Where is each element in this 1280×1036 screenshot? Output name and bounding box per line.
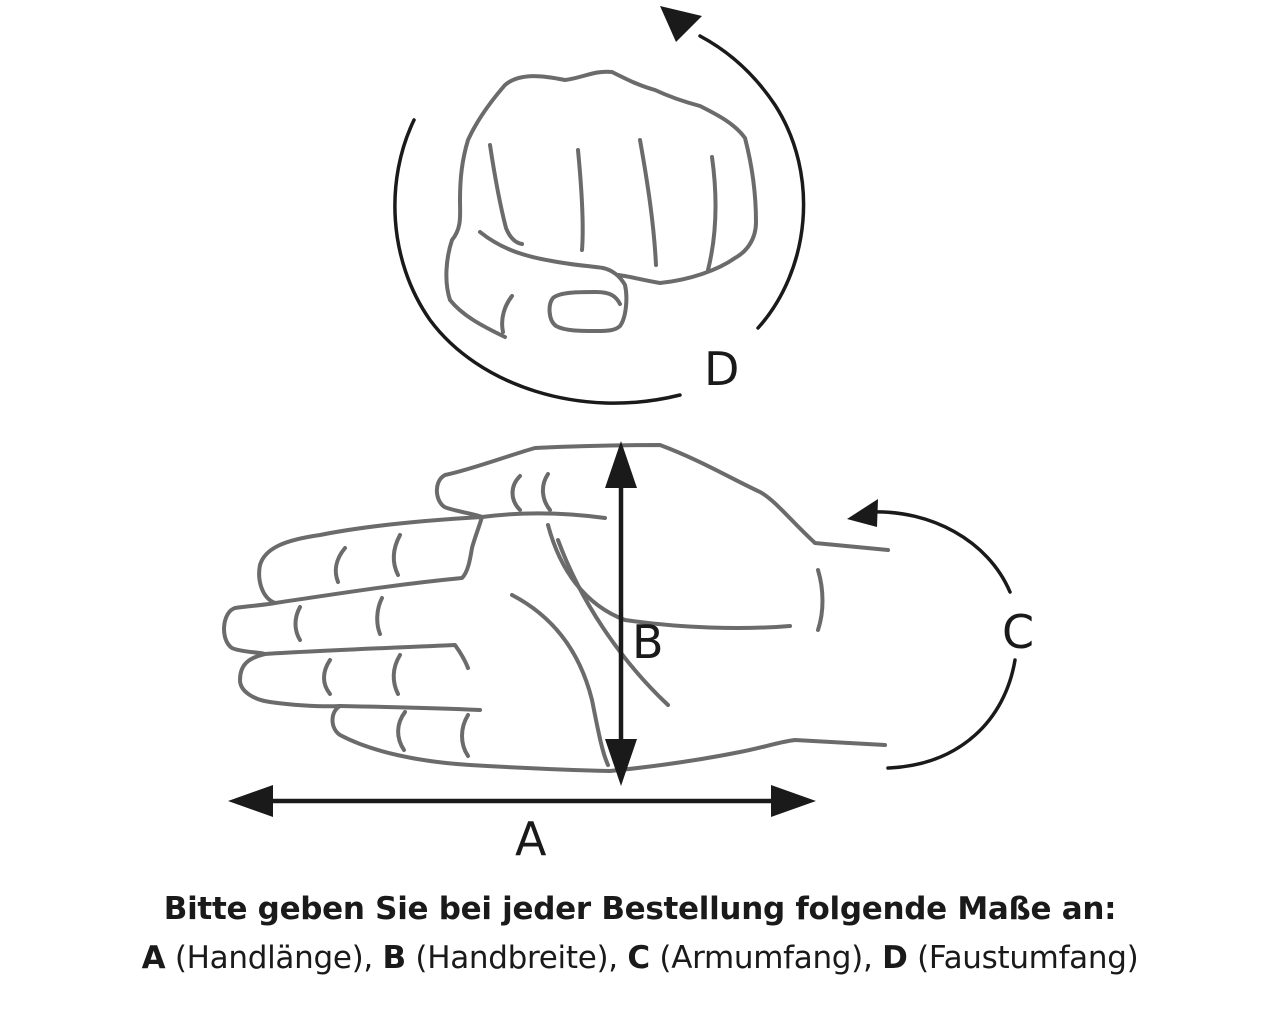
dimension-b-arrowhead-bottom bbox=[605, 739, 637, 786]
legend-item-c: C (Armumfang), bbox=[627, 940, 882, 976]
legend-separator: , bbox=[862, 940, 883, 976]
dimension-d: D bbox=[393, 6, 806, 405]
dimension-c-arc-top bbox=[870, 510, 1012, 594]
legend-separator: , bbox=[363, 940, 383, 976]
knuckle-crease-3a bbox=[322, 658, 332, 696]
finger-seam-3 bbox=[338, 704, 482, 712]
palm-line-3 bbox=[556, 538, 670, 707]
palm-line-1 bbox=[546, 523, 792, 630]
hand-outline bbox=[222, 443, 890, 773]
dimension-b-arrowhead-top bbox=[605, 441, 637, 488]
legend-letter-c: C bbox=[627, 940, 650, 976]
dimension-a-label: A bbox=[515, 812, 547, 860]
legend-separator: , bbox=[608, 940, 628, 976]
legend-text-c: (Armumfang) bbox=[659, 940, 863, 976]
knuckle-crease-2a bbox=[293, 605, 302, 642]
legend-item-b: B (Handbreite), bbox=[383, 940, 628, 976]
fist-thumb-base bbox=[500, 294, 514, 334]
thumb-crease-1 bbox=[510, 474, 522, 512]
knuckle-crease-3b bbox=[391, 653, 402, 696]
fist-finger-line-3 bbox=[638, 138, 658, 267]
palm-illustration bbox=[222, 443, 890, 773]
fist-finger-line-2 bbox=[576, 148, 585, 252]
fist-illustration bbox=[444, 69, 758, 339]
legend-letter-a: A bbox=[141, 940, 166, 976]
dimension-b: B bbox=[605, 441, 664, 786]
glove-measurement-diagram: D B C A bbox=[222, 6, 1034, 860]
knuckle-crease-2b bbox=[375, 596, 384, 636]
dimension-d-arc-right bbox=[698, 34, 806, 330]
thumb-inner-line bbox=[480, 511, 607, 520]
fist-finger-line-4 bbox=[706, 155, 718, 272]
dimension-d-label: D bbox=[704, 342, 739, 396]
dimension-c-label: C bbox=[1002, 605, 1034, 659]
knuckle-crease-1b bbox=[391, 533, 402, 577]
legend-letter-b: B bbox=[382, 940, 407, 976]
legend-text-b: (Handbreite) bbox=[415, 940, 609, 976]
dimension-c-arrowhead bbox=[847, 499, 878, 527]
fist-outline bbox=[444, 69, 758, 339]
wrist-crease bbox=[816, 568, 825, 632]
fist-thumb-curl bbox=[478, 230, 629, 333]
knuckle-crease-4a bbox=[396, 710, 407, 752]
dimension-b-label: B bbox=[632, 615, 664, 669]
fist-finger-line-1 bbox=[488, 143, 524, 246]
caption-legend: A (Handlänge), B (Handbreite), C (Armumf… bbox=[0, 940, 1280, 976]
dimension-c: C bbox=[847, 499, 1034, 770]
knuckle-crease-1a bbox=[333, 546, 347, 584]
palm-line-2 bbox=[510, 593, 610, 767]
dimension-a-arrowhead-left bbox=[228, 785, 273, 817]
dimension-a-arrowhead-right bbox=[771, 785, 816, 817]
dimension-d-arc-left bbox=[393, 118, 682, 405]
dimension-a: A bbox=[228, 785, 816, 860]
legend-item-a: A (Handlänge), bbox=[142, 940, 383, 976]
finger-seam-1 bbox=[273, 515, 484, 605]
dimension-d-arrowhead bbox=[660, 6, 702, 42]
legend-letter-d: D bbox=[882, 940, 908, 976]
dimension-c-arc-bottom bbox=[886, 658, 1017, 770]
finger-seam-2 bbox=[263, 643, 470, 670]
legend-item-d: D (Faustumfang) bbox=[882, 940, 1139, 976]
thumb-crease-2 bbox=[541, 472, 552, 512]
caption-heading: Bitte geben Sie bei jeder Bestellung fol… bbox=[163, 891, 1117, 927]
knuckle-crease-4b bbox=[460, 713, 470, 758]
legend-text-a: (Handlänge) bbox=[174, 940, 364, 976]
legend-text-d: (Faustumfang) bbox=[917, 940, 1139, 976]
